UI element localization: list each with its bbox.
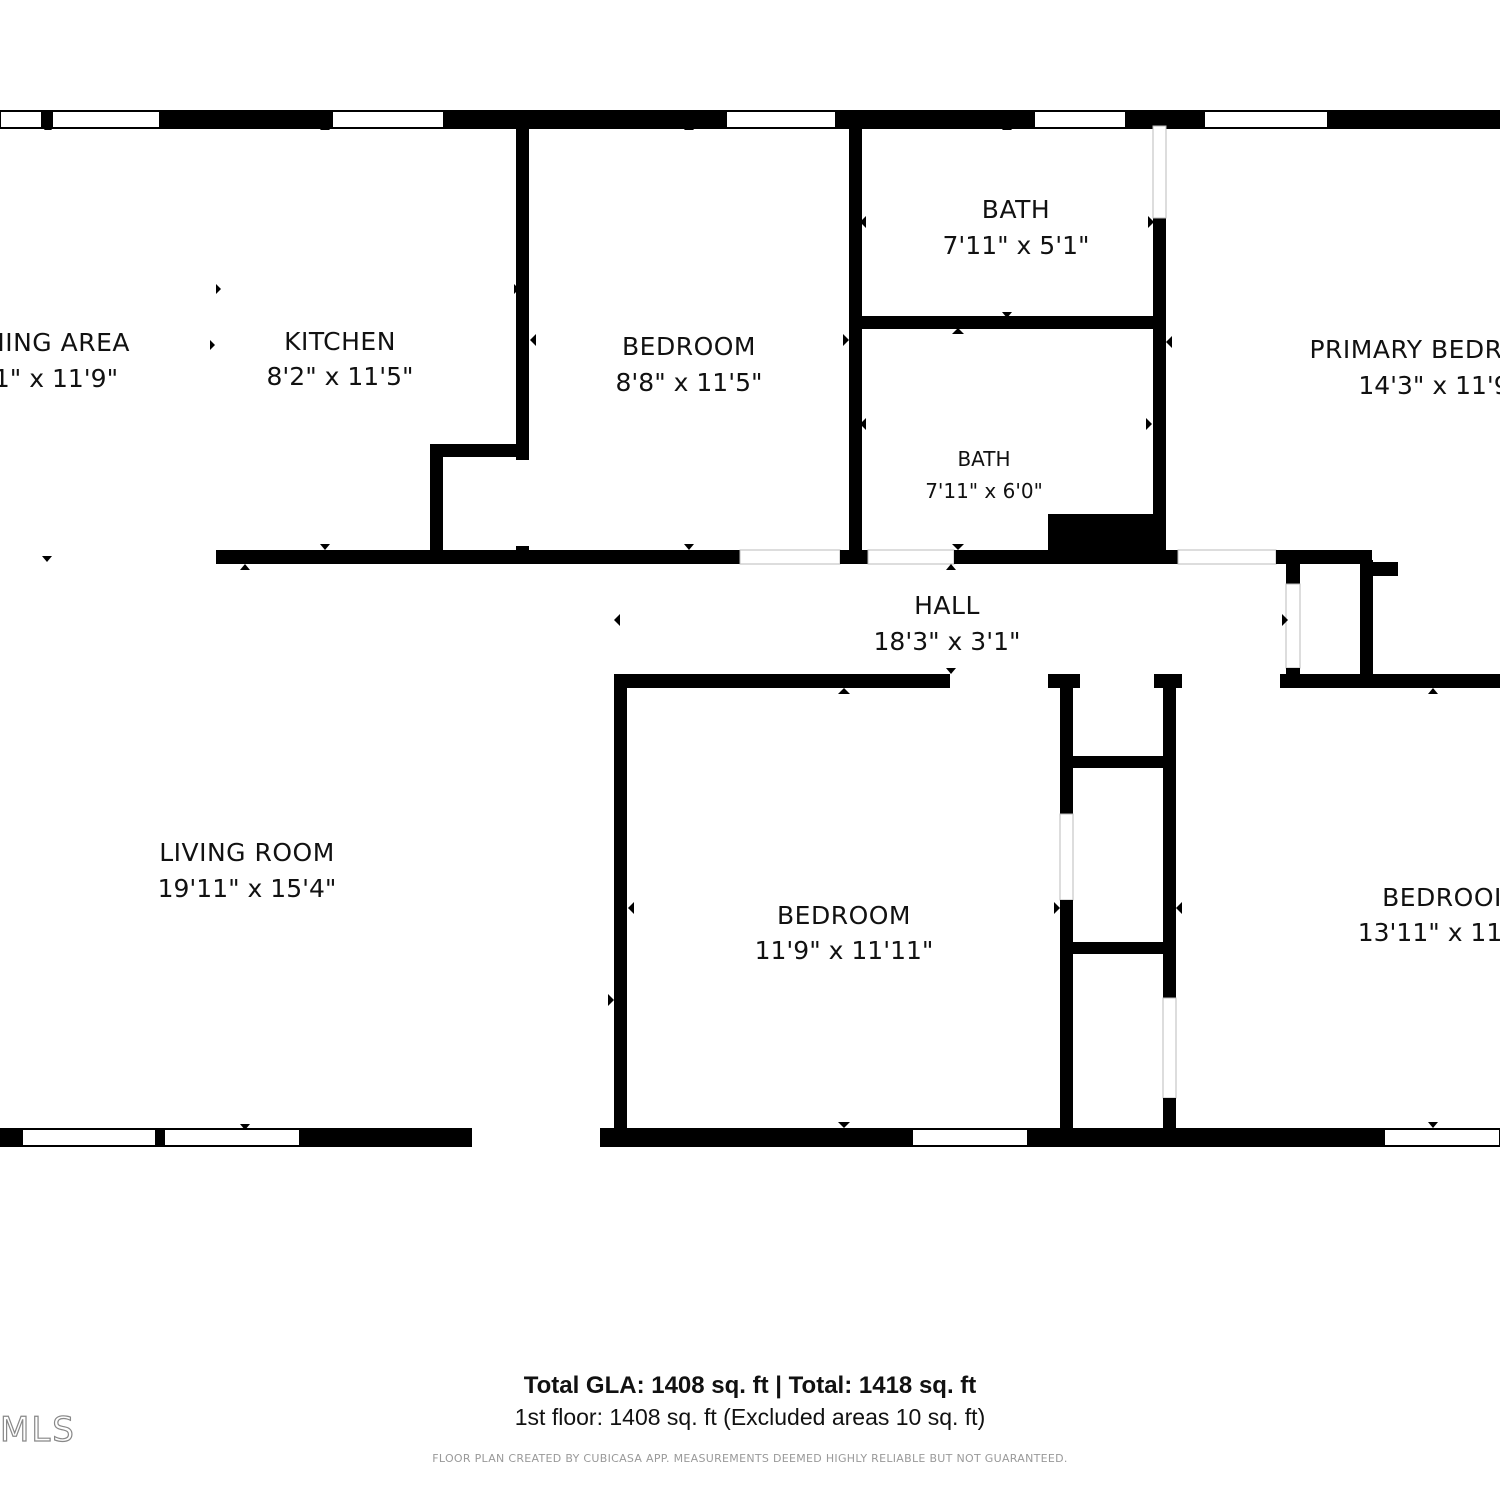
room-name-hall: HALL <box>914 591 980 620</box>
window <box>163 1128 301 1147</box>
floor-area-summary: 1st floor: 1408 sq. ft (Excluded areas 1… <box>514 1404 986 1430</box>
room-name-bedroom-3: BEDROOI <box>1382 883 1500 912</box>
disclaimer-text: FLOOR PLAN CREATED BY CUBICASA APP. MEAS… <box>432 1452 1068 1465</box>
exterior-wall-top <box>0 110 1500 129</box>
room-name-dining: NING AREA <box>0 328 130 357</box>
room-dims-dining: 1" x 11'9" <box>0 364 118 393</box>
measurement-ticks <box>42 124 1438 1130</box>
room-dims-bedroom-1: 8'8" x 11'5" <box>616 368 763 397</box>
room-dims-hall: 18'3" x 3'1" <box>874 627 1021 656</box>
room-name-bath-2: BATH <box>957 447 1010 471</box>
interior-walls <box>216 125 1500 1136</box>
room-name-living: LIVING ROOM <box>159 838 335 867</box>
window <box>1033 110 1127 129</box>
window <box>331 110 445 129</box>
room-name-bath-1: BATH <box>982 195 1050 224</box>
room-name-bedroom-1: BEDROOM <box>622 332 756 361</box>
room-dims-living: 19'11" x 15'4" <box>158 874 337 903</box>
room-dims-bath-2: 7'11" x 6'0" <box>925 479 1043 503</box>
mls-logo: MLS <box>0 1409 76 1450</box>
window <box>911 1128 1029 1147</box>
room-name-primary-bedroom: PRIMARY BEDR <box>1309 335 1500 364</box>
door-opening <box>472 1128 600 1147</box>
window <box>1203 110 1329 129</box>
room-dims-bath-1: 7'11" x 5'1" <box>943 231 1090 260</box>
room-name-kitchen: KITCHEN <box>284 327 396 356</box>
room-dims-kitchen: 8'2" x 11'5" <box>267 362 414 391</box>
exterior-wall-bottom <box>0 1128 1500 1147</box>
room-dims-bedroom-3: 13'11" x 11 <box>1358 918 1500 947</box>
room-name-bedroom-2: BEDROOM <box>777 901 911 930</box>
room-dims-primary-bedroom: 14'3" x 11'9 <box>1358 371 1500 400</box>
window <box>0 110 43 129</box>
window <box>21 1128 157 1147</box>
total-area-summary: Total GLA: 1408 sq. ft | Total: 1418 sq.… <box>523 1372 977 1399</box>
room-dims-bedroom-2: 11'9" x 11'11" <box>755 936 934 965</box>
window <box>725 110 837 129</box>
window <box>1383 1128 1500 1147</box>
window <box>51 110 161 129</box>
